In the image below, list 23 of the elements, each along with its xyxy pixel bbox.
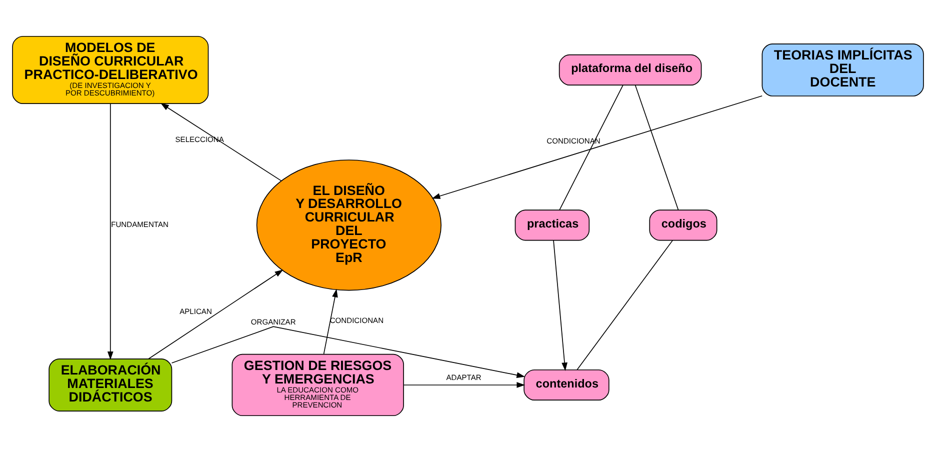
connector	[559, 84, 624, 210]
node-box: codigos	[649, 209, 718, 240]
node-box: GESTION DE RIESGOS Y EMERGENCIAS LA EDUCACION COMO HERRAMIENTA DE PREVENCION	[232, 353, 404, 416]
edge-label: APLICAN	[180, 306, 212, 316]
arrow	[148, 269, 284, 359]
edge-label: ORGANIZAR	[250, 316, 296, 326]
node-box: TEORIAS IMPLÍCITAS DEL DOCENTE	[762, 43, 924, 96]
edge-label: ADAPTAR	[446, 372, 482, 382]
arrow	[160, 102, 282, 181]
arrow	[323, 288, 338, 354]
node-box: practicas	[514, 209, 590, 240]
arrow	[107, 102, 114, 360]
node-box: plataforma del diseño	[558, 54, 702, 85]
connector	[634, 84, 679, 210]
node-box: MODELOS DE DISEÑO CURRICULAR PRACTICO-DELIBERATIVO (DE INVESTIGACION Y POR DESCUBRIMIENTO)	[12, 35, 209, 104]
arrow	[432, 94, 763, 198]
arrow	[171, 326, 526, 378]
arrow	[553, 239, 568, 370]
edge-label: FUNDAMENTAN	[111, 220, 168, 229]
node-box: ELABORACIÓN MATERIALES DIDÁCTICOS	[48, 358, 172, 411]
arrow	[403, 382, 526, 388]
node-box: contenidos	[524, 368, 610, 400]
connector	[576, 239, 674, 370]
